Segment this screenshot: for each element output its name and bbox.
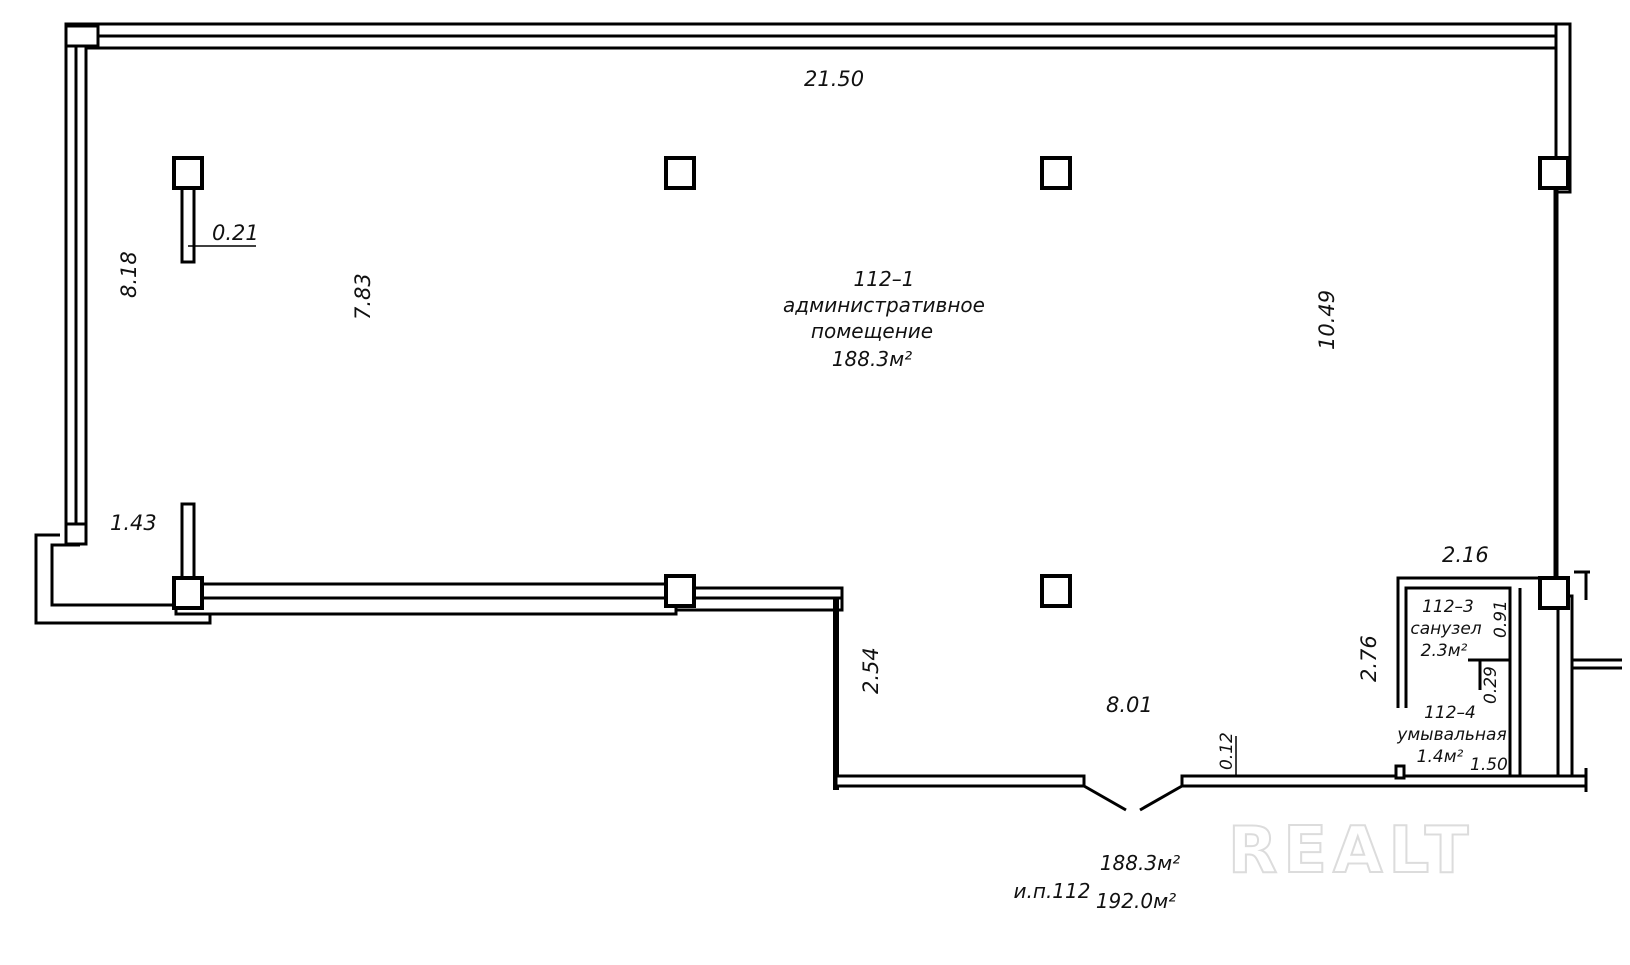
bottom-wall-right [1180, 774, 1588, 788]
dim-wash-width: 1.50 [1470, 755, 1508, 775]
dim-wc-height: 2.76 [1357, 635, 1381, 682]
unit-label: и.п.112 [1014, 879, 1091, 903]
room-main-area: 188.3м² [832, 347, 912, 371]
wc-outer-partition [1396, 576, 1540, 708]
room-wash-area: 1.4м² [1417, 747, 1464, 767]
dim-top-length: 21.50 [804, 67, 864, 91]
wc-inner-partition [1404, 586, 1512, 776]
column [172, 576, 204, 610]
dim-inner-height: 7.83 [351, 273, 375, 320]
room-wash-name: умывальная [1396, 725, 1506, 745]
column [1040, 156, 1072, 190]
right-wall-upper [1554, 22, 1572, 194]
dim-wash-side: 0.29 [1481, 666, 1501, 704]
room-wc-area: 2.3м² [1421, 641, 1468, 661]
walls [34, 22, 1622, 812]
door-leaf-right [1139, 784, 1183, 812]
right-wall-lower [1556, 594, 1574, 778]
bottom-wall-left [834, 774, 1086, 788]
column [1040, 574, 1072, 608]
room-wc-name: санузел [1410, 619, 1481, 639]
dim-wc-width: 2.16 [1442, 543, 1489, 567]
total-area: 192.0м² [1096, 889, 1176, 913]
dim-door-offset: 0.12 [1217, 732, 1237, 770]
column [1538, 576, 1570, 610]
column-stub-upper [180, 182, 196, 264]
wash-door-stub [1394, 764, 1406, 780]
column [664, 156, 696, 190]
watermark-logo: REALT [1228, 814, 1474, 888]
columns [172, 156, 1570, 610]
room-main-name-2: помещение [811, 319, 933, 343]
dim-right-height: 10.49 [1315, 290, 1339, 350]
room-main-name-1: административное [783, 293, 985, 317]
dim-wc-side: 0.91 [1491, 600, 1511, 638]
column [172, 156, 204, 190]
column-stub-lower [180, 502, 196, 582]
door-leaf-left [1083, 784, 1127, 812]
corner-block-left [64, 522, 88, 546]
dim-bottom-width: 8.01 [1106, 693, 1153, 717]
corner-block-top-left [64, 24, 100, 48]
room-wash-code: 112–4 [1424, 703, 1476, 723]
column [1538, 156, 1570, 190]
dim-left-height: 8.18 [117, 251, 141, 298]
room-wc-code: 112–3 [1422, 597, 1474, 617]
dim-lower-left-height: 2.54 [859, 647, 883, 694]
dim-column-stub: 0.21 [212, 221, 259, 245]
dim-left-stub: 1.43 [110, 511, 157, 535]
room-main-code: 112–1 [854, 267, 915, 291]
total-main-area: 188.3м² [1100, 851, 1180, 875]
column [664, 574, 696, 608]
